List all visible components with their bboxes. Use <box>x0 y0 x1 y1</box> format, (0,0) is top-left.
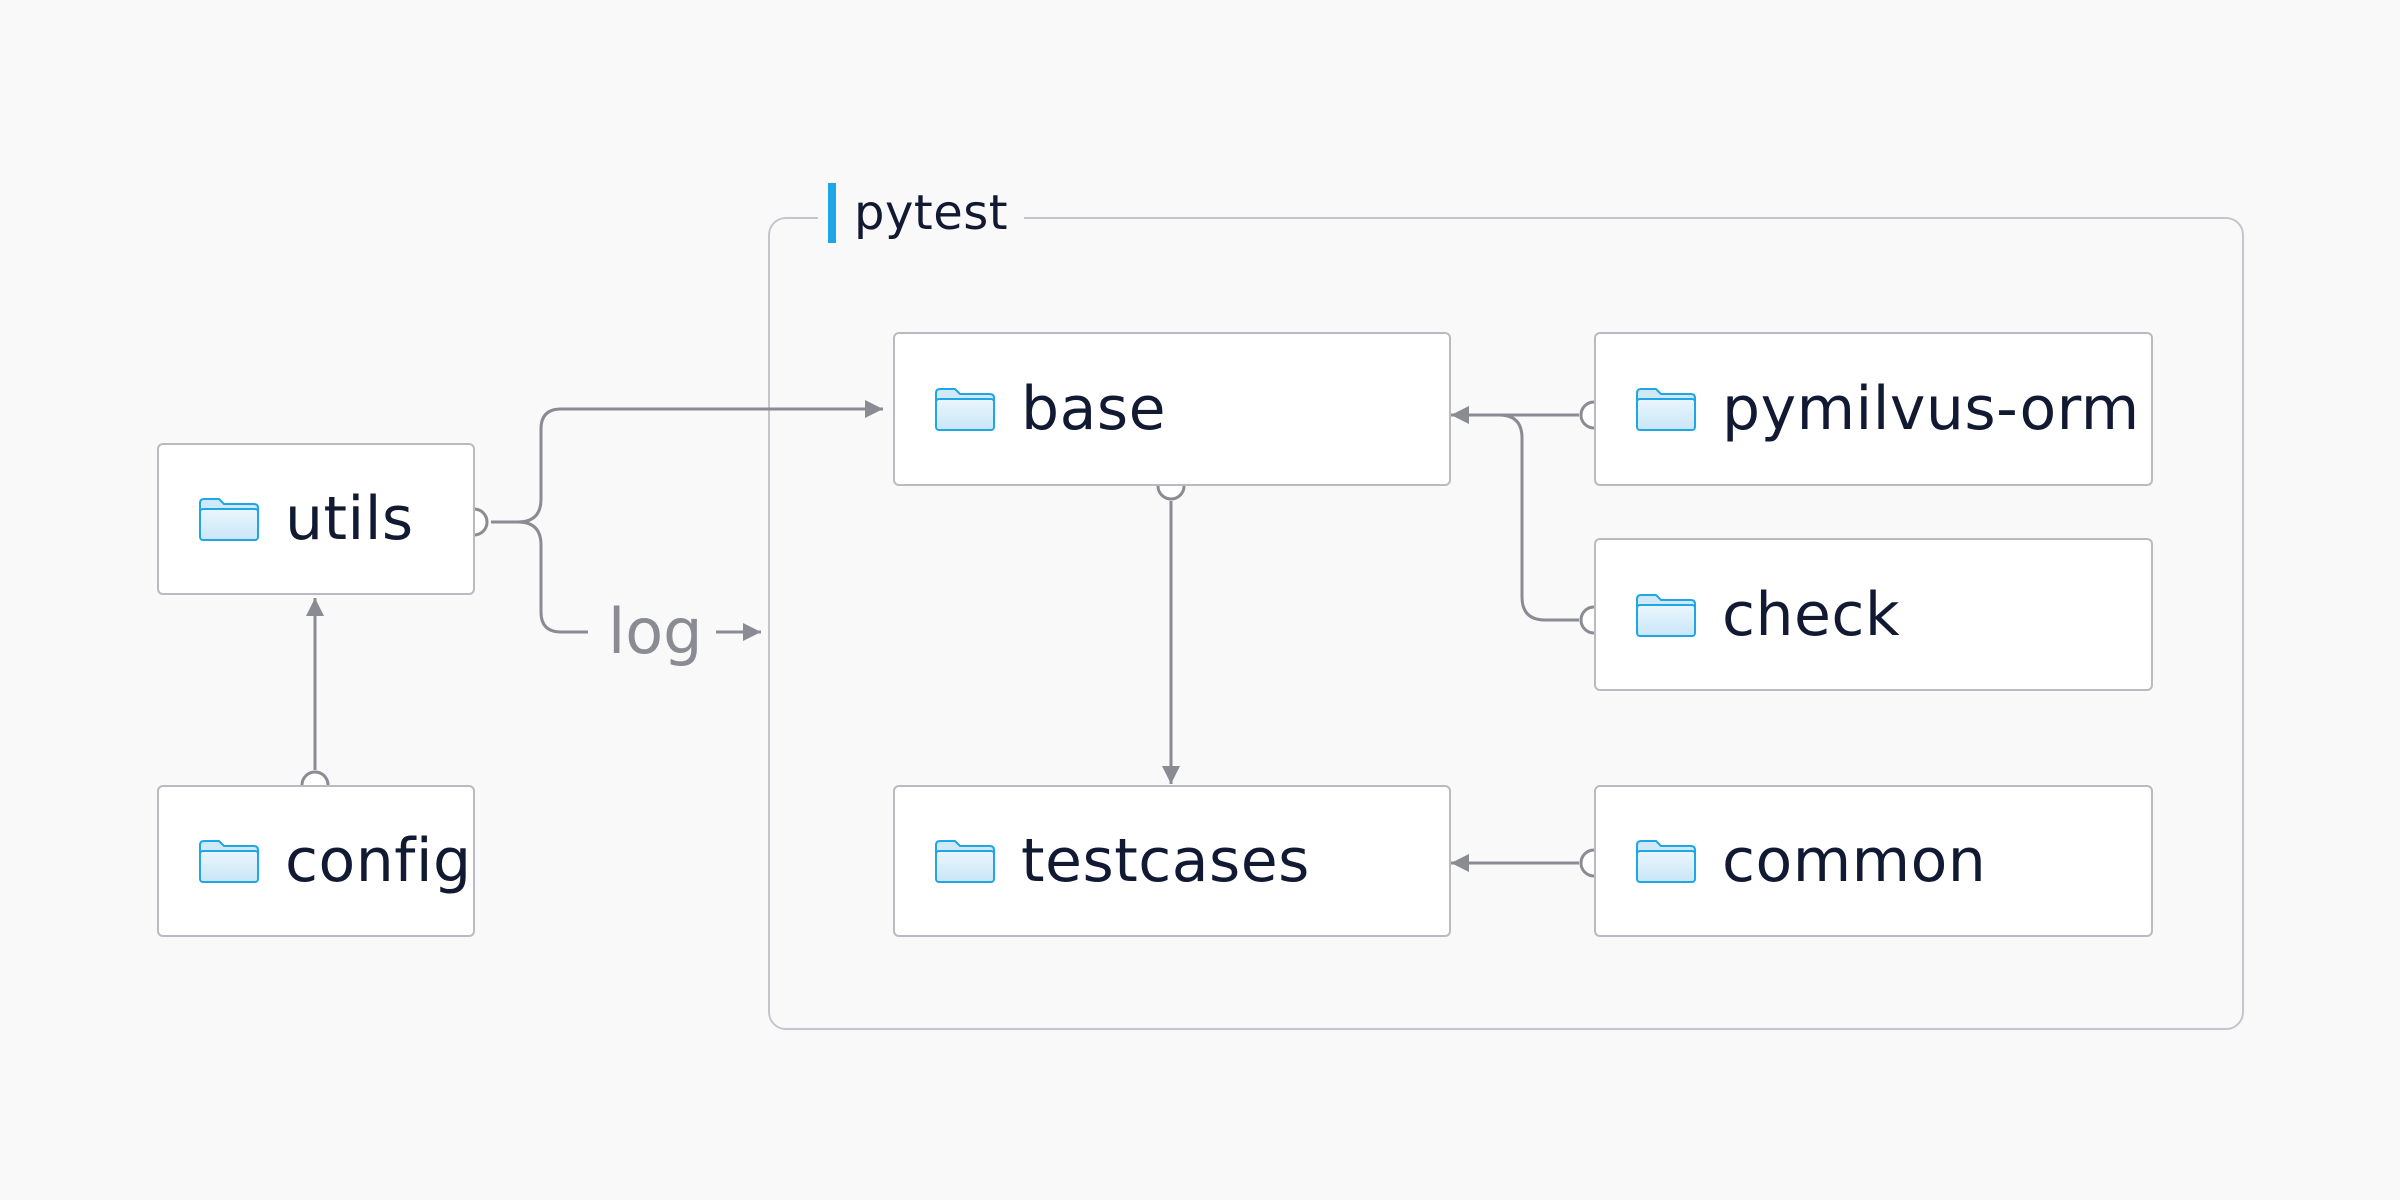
folder-icon <box>933 837 997 885</box>
node-label: pymilvus-orm <box>1722 374 2140 444</box>
node-base[interactable]: base <box>893 332 1451 486</box>
folder-icon <box>1634 837 1698 885</box>
folder-icon <box>933 385 997 433</box>
pytest-group-frame <box>768 217 2244 1030</box>
node-testcases[interactable]: testcases <box>893 785 1451 937</box>
node-label: common <box>1722 826 1987 896</box>
pytest-group-header: pytest <box>818 180 1025 246</box>
node-common[interactable]: common <box>1594 785 2153 937</box>
group-title: pytest <box>854 185 1009 241</box>
node-config[interactable]: config <box>157 785 475 937</box>
node-check[interactable]: check <box>1594 538 2153 691</box>
folder-icon <box>1634 591 1698 639</box>
node-label: base <box>1021 374 1167 444</box>
folder-icon <box>197 495 261 543</box>
edge-label-log: log <box>602 588 709 676</box>
group-accent-bar <box>828 183 836 243</box>
node-label: config <box>285 826 472 896</box>
node-label: testcases <box>1021 826 1310 896</box>
edge-utils-to-base <box>491 400 883 524</box>
node-label: check <box>1722 579 1901 650</box>
folder-icon <box>1634 385 1698 433</box>
folder-icon <box>197 837 261 885</box>
node-label: utils <box>285 484 414 554</box>
node-pymilvus-orm[interactable]: pymilvus-orm <box>1594 332 2153 486</box>
edge-check-to-base <box>1498 413 1579 622</box>
node-utils[interactable]: utils <box>157 443 475 595</box>
edge-utils-to-log <box>517 520 588 634</box>
